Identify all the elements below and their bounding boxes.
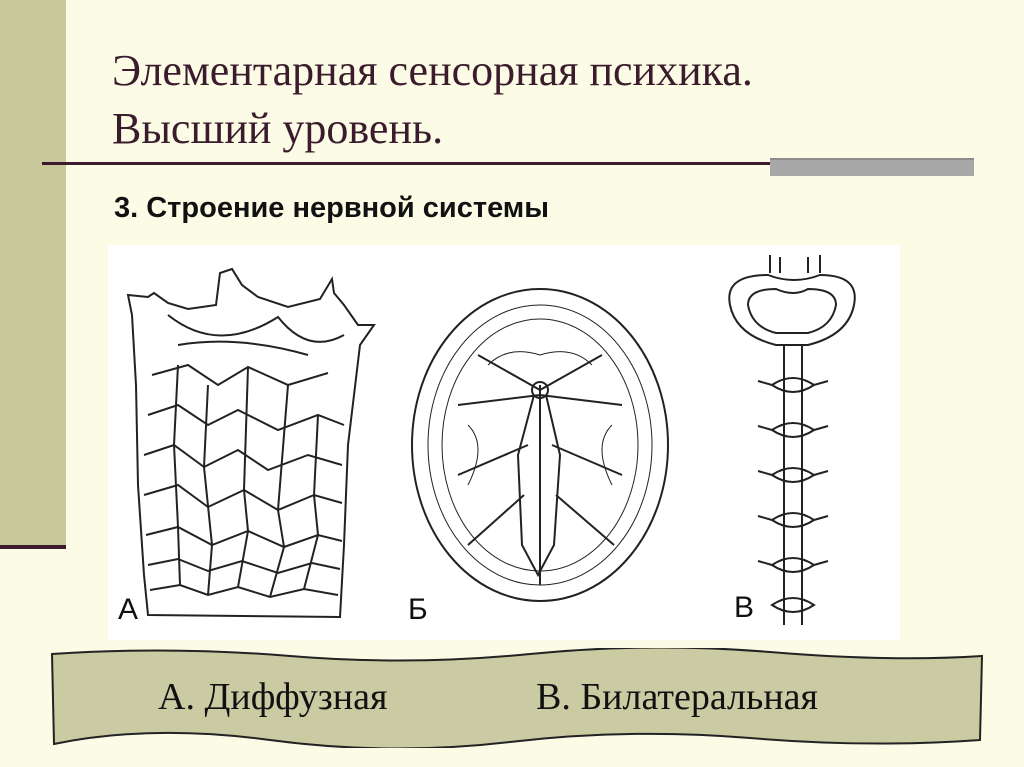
oval-net-drawing [411, 288, 669, 602]
left-bar-accent-line [0, 545, 66, 549]
slide-subtitle: 3. Строение нервной системы [114, 192, 550, 224]
title-line-1: Элементарная сенсорная психика. [112, 46, 753, 95]
figure-label-a: А [118, 593, 139, 626]
left-decorative-bar [0, 0, 66, 545]
caption-diffuse: А. Диффузная [158, 676, 388, 718]
caption-bilateral: В. Билатеральная [536, 676, 818, 718]
figure-drawings [126, 255, 856, 625]
title-underline [42, 162, 772, 165]
title-rule-gray-block [770, 158, 974, 176]
bilateral-chain-drawing [728, 255, 856, 625]
caption-scroll-banner [50, 648, 984, 748]
figure-label-b: Б [408, 593, 428, 626]
slide-title: Элементарная сенсорная психика. Высший у… [112, 42, 972, 158]
figure-label-c: В [734, 591, 755, 624]
diffuse-net-drawing [126, 267, 376, 619]
title-line-2: Высший уровень. [112, 104, 444, 153]
nervous-system-figure: А Б В [108, 245, 900, 640]
